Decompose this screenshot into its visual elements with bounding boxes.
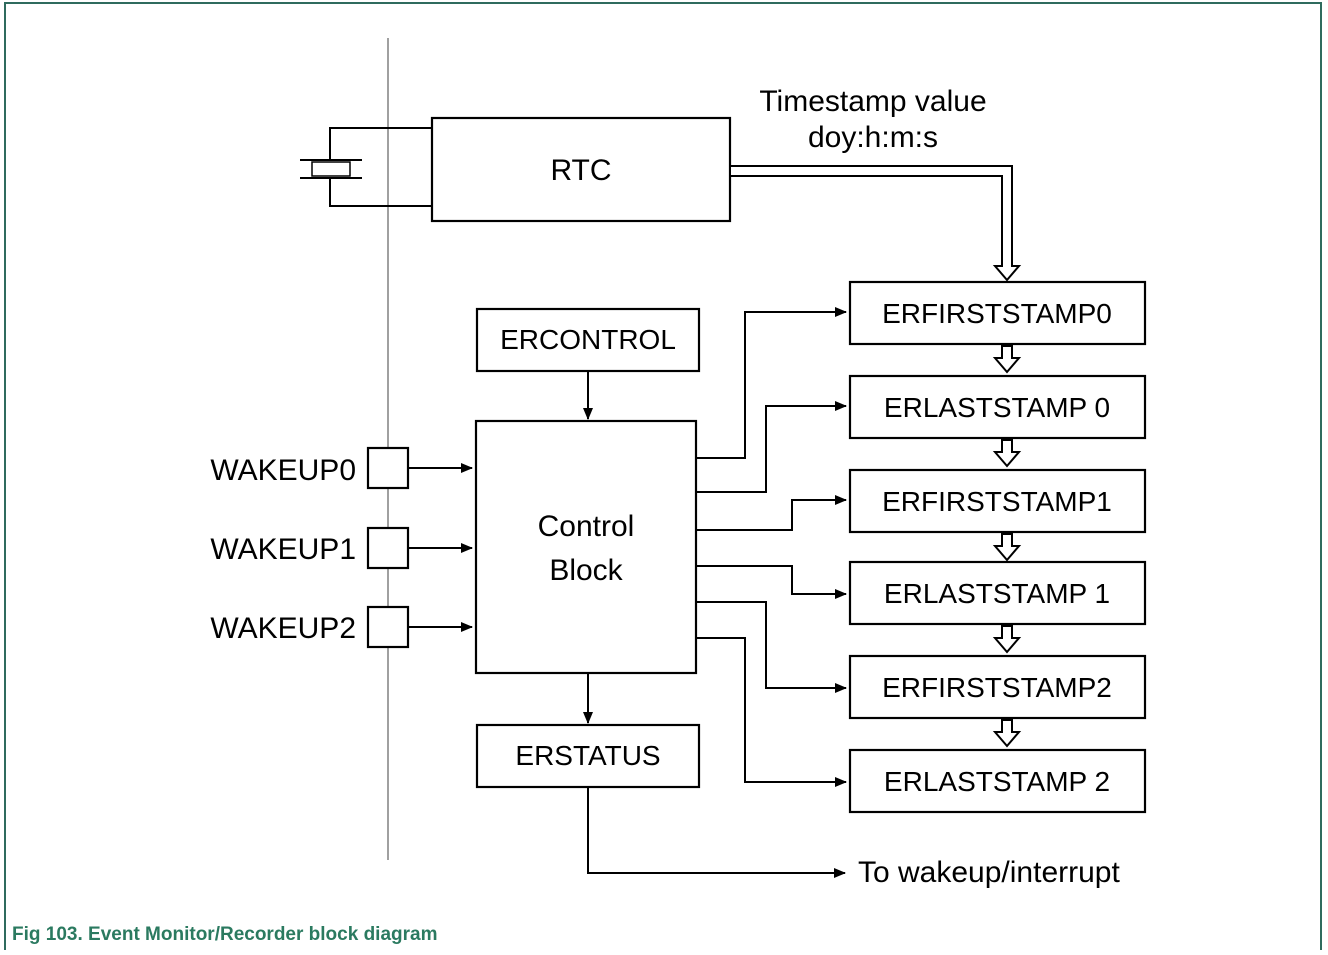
control-output-wires bbox=[696, 307, 847, 787]
register-label: ERFIRSTSTAMP0 bbox=[882, 298, 1112, 329]
timestamp-label-line1: Timestamp value bbox=[759, 85, 986, 118]
wakeup-label: WAKEUP1 bbox=[210, 533, 356, 566]
wakeup-pin-2: WAKEUP2 bbox=[210, 605, 473, 649]
register-stack: ERFIRSTSTAMP0 ERLASTSTAMP 0 ERFIRSTSTAMP… bbox=[848, 280, 1147, 814]
wakeup-label: WAKEUP0 bbox=[210, 454, 356, 487]
register-box bbox=[848, 468, 1147, 534]
control-block: Control Block bbox=[474, 419, 698, 675]
pin-pad bbox=[366, 605, 410, 649]
ercontrol-label: ERCONTROL bbox=[500, 324, 676, 355]
erstatus-label: ERSTATUS bbox=[515, 740, 660, 771]
output-label: To wakeup/interrupt bbox=[858, 856, 1120, 889]
figure-caption: Fig 103. Event Monitor/Recorder block di… bbox=[12, 924, 438, 945]
register-box bbox=[848, 560, 1147, 626]
register-label: ERFIRSTSTAMP1 bbox=[882, 486, 1112, 517]
register-label: ERLASTSTAMP 2 bbox=[884, 766, 1110, 797]
pin-pad bbox=[366, 446, 410, 490]
register-box bbox=[848, 748, 1147, 814]
register-label: ERFIRSTSTAMP2 bbox=[882, 672, 1112, 703]
register-box bbox=[848, 654, 1147, 720]
register-label: ERLASTSTAMP 0 bbox=[884, 392, 1110, 423]
rtc-label: RTC bbox=[550, 154, 611, 187]
register-box bbox=[848, 374, 1147, 440]
register-label: ERLASTSTAMP 1 bbox=[884, 578, 1110, 609]
control-block-label-line2: Block bbox=[549, 554, 623, 587]
wakeup-pin-1: WAKEUP1 bbox=[210, 526, 473, 570]
ercontrol-block: ERCONTROL bbox=[475, 307, 701, 420]
wakeup-pin-0: WAKEUP0 bbox=[210, 446, 473, 490]
wakeup-label: WAKEUP2 bbox=[210, 612, 356, 645]
timestamp-bus: Timestamp value doy:h:m:s bbox=[729, 85, 1022, 282]
control-block-label-line1: Control bbox=[538, 510, 635, 543]
register-box bbox=[848, 280, 1147, 346]
rtc-block: RTC bbox=[430, 116, 732, 223]
erstatus-block: ERSTATUS To wakeup/interrupt bbox=[475, 673, 1120, 889]
crystal-oscillator-icon bbox=[300, 127, 432, 207]
figure-frame bbox=[4, 2, 1322, 950]
timestamp-label-line2: doy:h:m:s bbox=[808, 121, 938, 154]
register-chain-arrows bbox=[992, 345, 1022, 748]
pin-pad bbox=[366, 526, 410, 570]
